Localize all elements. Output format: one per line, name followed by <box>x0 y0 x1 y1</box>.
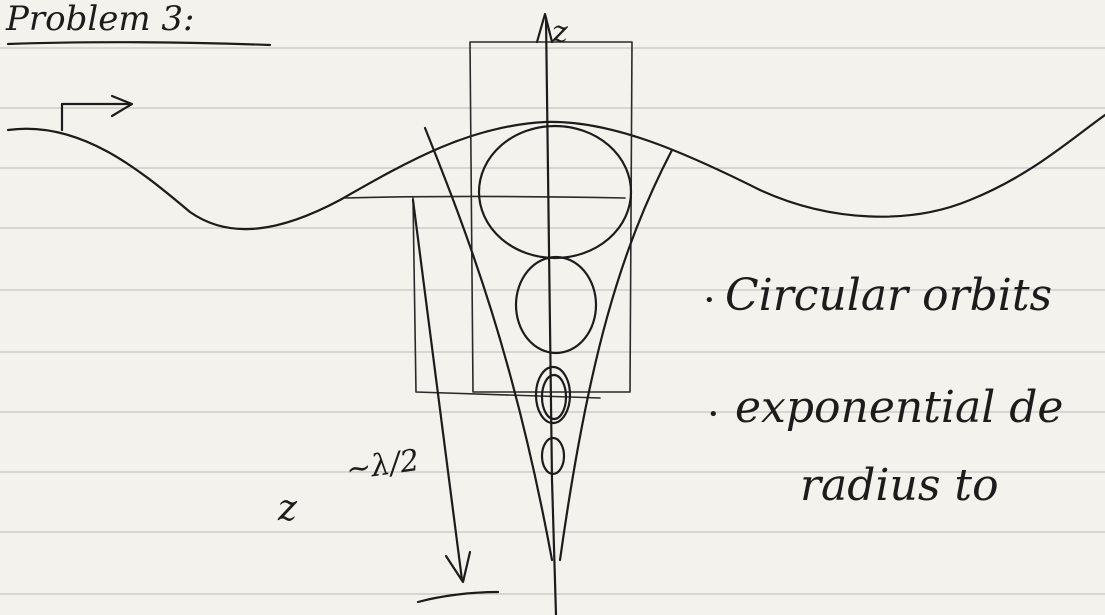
note-exponential-decay: exponential de <box>735 382 1063 433</box>
orbit-envelope-right <box>560 150 672 560</box>
orbit-circle-1 <box>479 126 631 258</box>
mean-water-level <box>345 197 625 199</box>
heading-underline <box>8 42 270 45</box>
note-bullet-1: • <box>704 290 715 311</box>
wave-surface <box>8 115 1105 229</box>
notes: • Circular orbits • exponential de radiu… <box>704 270 1063 511</box>
orbit-circle-4 <box>542 438 564 474</box>
half-wavelength-label: ~λ/2 <box>344 443 422 488</box>
note-radius: radius to <box>800 460 999 511</box>
orbit-circle-2 <box>516 257 596 353</box>
circular-orbits <box>479 126 631 474</box>
note-circular-orbits: Circular orbits <box>725 270 1052 321</box>
vertical-axis <box>537 14 556 615</box>
depth-arrow <box>413 200 498 602</box>
axis-label-side: z <box>277 488 298 529</box>
axis-label-top: z <box>551 15 568 50</box>
note-bullet-2: • <box>708 404 719 425</box>
propagation-arrow <box>62 96 132 130</box>
problem-heading: Problem 3: <box>5 0 195 39</box>
